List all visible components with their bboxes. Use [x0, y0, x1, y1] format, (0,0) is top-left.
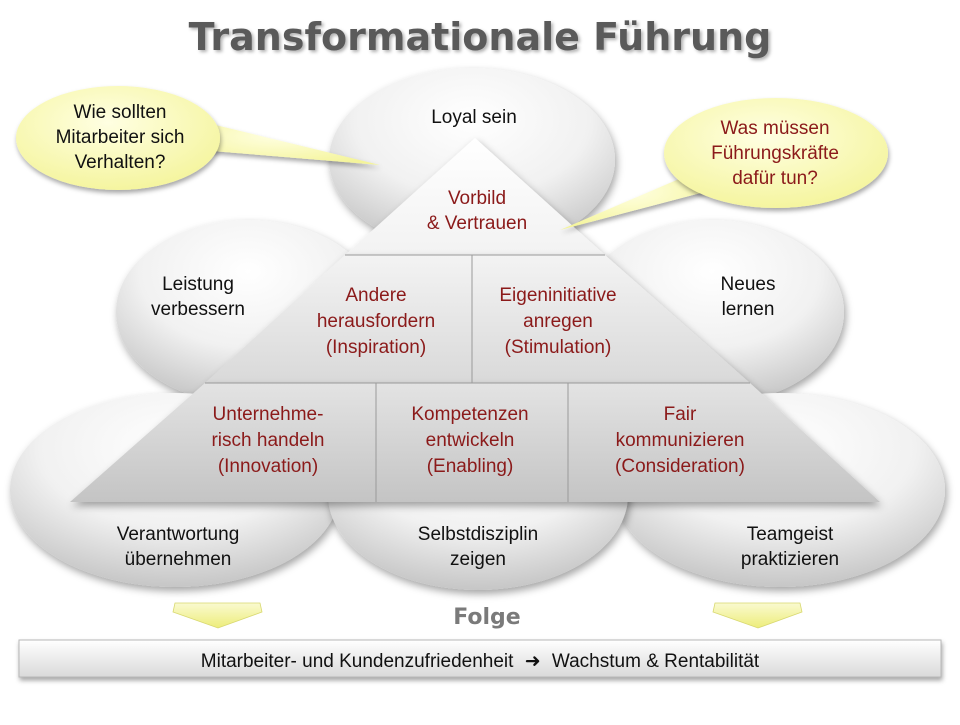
- down-arrow-left: [172, 602, 263, 629]
- pyramid-mid-left-label: Andere herausfordern (Inspiration): [317, 285, 435, 358]
- pyramid-mid-left-label-line: Andere: [345, 285, 406, 306]
- ellipse-mid-left-label-line: Leistung: [162, 274, 234, 295]
- pyramid-mid-shape: [205, 255, 750, 383]
- right-arrow-icon: ➜: [525, 650, 541, 672]
- pyramid-base-center-label-line: (Enabling): [427, 456, 514, 477]
- pyramid-mid-right-label-line: anregen: [523, 311, 593, 332]
- callout-left-text-line: Wie sollten: [74, 102, 167, 123]
- diagram-title: Transformationale Führung: [189, 15, 772, 59]
- pyramid-base-right-label-line: Fair: [664, 404, 697, 425]
- pyramid-mid-left-label-line: (Inspiration): [326, 337, 426, 358]
- ellipse-bottom-left-label-line: Verantwortung: [117, 524, 240, 545]
- callout-right: [560, 98, 888, 230]
- pyramid-base-right-label-line: kommunizieren: [616, 430, 745, 451]
- ellipse-mid-left-label: Leistung verbessern: [151, 274, 245, 320]
- pyramid-base-left-label: Unternehme-risch handeln (Innovation): [211, 404, 324, 477]
- callout-left-bubble: [16, 86, 220, 190]
- ellipse-bottom-center-label-line: zeigen: [450, 549, 506, 570]
- pyramid-apex-shape: [345, 138, 605, 255]
- ellipse-mid-right-label-line: lernen: [722, 299, 775, 320]
- pyramid-mid-right-label: Eigeninitiative anregen (Stimulation): [499, 285, 616, 358]
- folge-label: Folge: [453, 605, 520, 630]
- callout-left-text-line: Verhalten?: [75, 152, 166, 173]
- pyramid-apex-label: Vorbild & Vertrauen: [427, 188, 527, 234]
- pyramid-mid-right-label-line: (Stimulation): [505, 337, 612, 358]
- callout-right-pointer: [560, 170, 712, 230]
- result-bar-text: Mitarbeiter- und Kundenzufriedenheit ➜ W…: [201, 650, 760, 672]
- ellipse-bottom-left-label: Verantwortung übernehmen: [117, 524, 240, 570]
- pyramid-base-left-label-line: risch handeln: [211, 430, 324, 451]
- ellipse-bottom-center-label: Selbstdisziplin zeigen: [418, 524, 538, 570]
- ellipse-top-label-line: Loyal sein: [431, 107, 517, 128]
- ellipse-top-label: Loyal sein: [431, 107, 517, 128]
- pyramid-base-right-label: Fair kommunizieren (Consideration): [615, 404, 745, 477]
- down-arrow-right: [712, 602, 803, 629]
- callout-right-text-line: Was müssen: [720, 118, 829, 139]
- pyramid-apex-label-line: Vorbild: [448, 188, 506, 209]
- pyramid-mid-right-label-line: Eigeninitiative: [499, 285, 616, 306]
- pyramid-base-left-label-line: (Innovation): [218, 456, 318, 477]
- ellipse-bottom-right-label: Teamgeist praktizieren: [741, 524, 839, 570]
- pyramid-mid-left-label-line: herausfordern: [317, 311, 435, 332]
- callout-left-pointer: [195, 120, 380, 165]
- callout-right-text-line: dafür tun?: [732, 168, 818, 189]
- pyramid-base-center-label-line: entwickeln: [426, 430, 515, 451]
- ellipse-mid-right-label: Neues lernen: [721, 274, 776, 320]
- pyramid-base-center-label-line: Kompetenzen: [411, 404, 528, 425]
- result-right-text: Wachstum & Rentabilität: [552, 651, 760, 672]
- pyramid-apex-label-line: & Vertrauen: [427, 213, 527, 234]
- pyramid-base-center-label: Kompetenzen entwickeln (Enabling): [411, 404, 528, 477]
- pyramid-base-left-label-line: Unternehme-: [213, 404, 324, 425]
- result-left-text: Mitarbeiter- und Kundenzufriedenheit: [201, 651, 514, 672]
- ellipse-bottom-center-label-line: Selbstdisziplin: [418, 524, 538, 545]
- pyramid-base-right-label-line: (Consideration): [615, 456, 745, 477]
- result-bar: [18, 639, 942, 678]
- ellipse-mid-left-label-line: verbessern: [151, 299, 245, 320]
- callout-right-text-line: Führungskräfte: [711, 143, 839, 164]
- ellipse-bottom-right-label-line: praktizieren: [741, 549, 839, 570]
- ellipse-bottom-left-label-line: übernehmen: [125, 549, 232, 570]
- ellipse-mid-right-label-line: Neues: [721, 274, 776, 295]
- callout-right-bubble: [664, 98, 888, 208]
- callout-left-text-line: Mitarbeiter sich: [56, 127, 185, 148]
- pyramid: [70, 138, 880, 502]
- pyramid-base-shape: [70, 383, 880, 502]
- callout-left: [16, 86, 380, 190]
- ellipse-bottom-right-label-line: Teamgeist: [747, 524, 834, 545]
